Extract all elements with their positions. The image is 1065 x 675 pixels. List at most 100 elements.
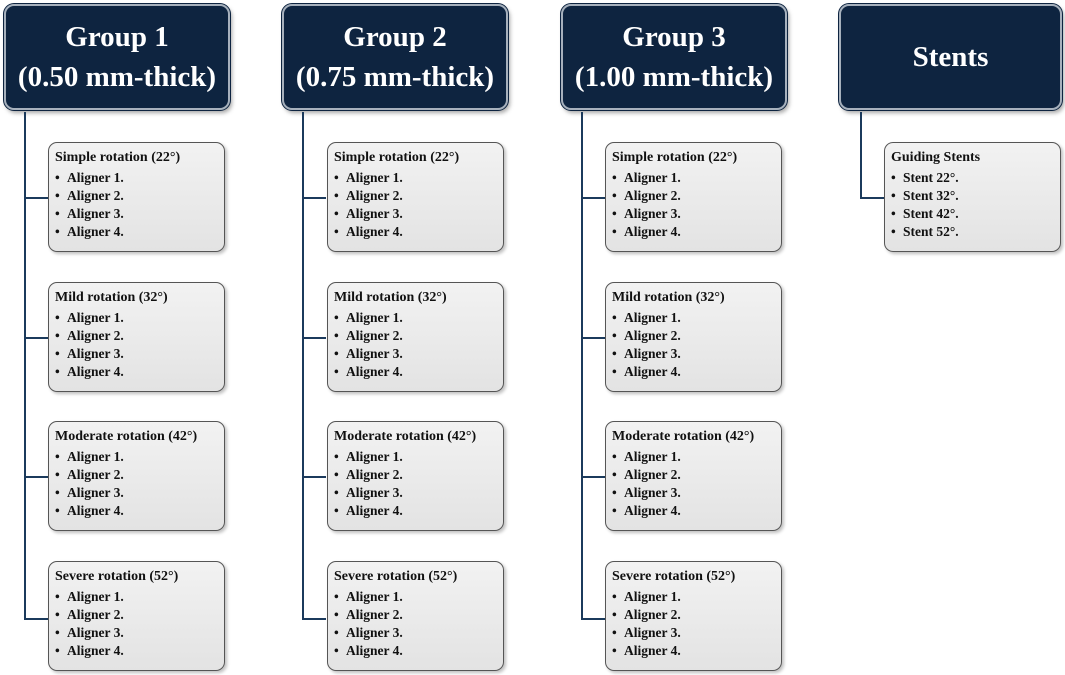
group-3-connector-branch (581, 337, 605, 339)
stents-connector-branch (860, 197, 884, 199)
list-item: •Aligner 2. (612, 607, 681, 622)
list-item: •Stent 52°. (891, 224, 959, 239)
group-2-severe-rotation-card: Severe rotation (52°) •Aligner 1. •Align… (327, 561, 504, 671)
list-item: •Aligner 3. (334, 206, 403, 221)
group-1-connector-trunk (24, 112, 26, 620)
list-item: •Aligner 3. (612, 485, 681, 500)
list-item: •Aligner 4. (55, 224, 124, 239)
group-1-connector-branch (24, 197, 48, 199)
list-item: •Aligner 3. (55, 485, 124, 500)
list-item: •Aligner 1. (334, 310, 403, 325)
group-3-moderate-rotation-card: Moderate rotation (42°) •Aligner 1. •Ali… (605, 421, 782, 531)
card-title: Severe rotation (52°) (612, 569, 736, 584)
list-item: •Aligner 3. (334, 346, 403, 361)
card-title: Moderate rotation (42°) (55, 429, 198, 444)
list-item: •Aligner 1. (334, 449, 403, 464)
card-title: Simple rotation (22°) (334, 150, 460, 165)
list-item: •Aligner 3. (334, 625, 403, 640)
group-1-simple-rotation-card: Simple rotation (22°) •Aligner 1. •Align… (48, 142, 225, 252)
list-item: •Aligner 3. (334, 485, 403, 500)
list-item: •Aligner 4. (334, 643, 403, 658)
list-item: •Aligner 3. (55, 206, 124, 221)
group-1-mild-rotation-card: Mild rotation (32°) •Aligner 1. •Aligner… (48, 282, 225, 392)
list-item: •Aligner 2. (612, 328, 681, 343)
list-item: •Aligner 1. (612, 170, 681, 185)
group-2-mild-rotation-card: Mild rotation (32°) •Aligner 1. •Aligner… (327, 282, 504, 392)
list-item: •Aligner 4. (55, 503, 124, 518)
list-item: •Aligner 4. (612, 224, 681, 239)
list-item: •Aligner 2. (612, 467, 681, 482)
card-title: Simple rotation (22°) (612, 150, 738, 165)
group-3-connector-branch (581, 476, 605, 478)
group-3-mild-rotation-card: Mild rotation (32°) •Aligner 1. •Aligner… (605, 282, 782, 392)
group-1-subtitle: (0.50 mm-thick) (17, 61, 217, 93)
list-item: •Aligner 4. (55, 364, 124, 379)
list-item: •Aligner 3. (612, 346, 681, 361)
list-item: •Stent 22°. (891, 170, 959, 185)
list-item: •Aligner 4. (334, 503, 403, 518)
card-title: Simple rotation (22°) (55, 150, 181, 165)
list-item: •Aligner 2. (334, 467, 403, 482)
card-title: Moderate rotation (42°) (612, 429, 755, 444)
group-2-connector-branch (302, 337, 326, 339)
list-item: •Aligner 2. (55, 328, 124, 343)
card-title: Severe rotation (52°) (334, 569, 458, 584)
list-item: •Aligner 2. (334, 328, 403, 343)
list-item: •Aligner 2. (55, 607, 124, 622)
group-2-connector-branch (302, 618, 326, 620)
group-2-moderate-rotation-card: Moderate rotation (42°) •Aligner 1. •Ali… (327, 421, 504, 531)
list-item: •Aligner 4. (612, 503, 681, 518)
group-1-connector-branch (24, 337, 48, 339)
group-3-title: Group 3 (622, 21, 726, 53)
list-item: •Aligner 2. (55, 188, 124, 203)
card-title: Severe rotation (52°) (55, 569, 179, 584)
list-item: •Aligner 1. (612, 589, 681, 604)
group-3-header: Group 3 (1.00 mm-thick) (561, 4, 787, 110)
group-2-connector-trunk (302, 112, 304, 620)
stents-title: Stents (912, 41, 989, 73)
group-1-title: Group 1 (65, 21, 169, 53)
group-3-severe-rotation-card: Severe rotation (52°) •Aligner 1. •Align… (605, 561, 782, 671)
list-item: •Aligner 2. (55, 467, 124, 482)
list-item: •Aligner 1. (334, 589, 403, 604)
group-1-moderate-rotation-card: Moderate rotation (42°) •Aligner 1. •Ali… (48, 421, 225, 531)
list-item: •Aligner 4. (334, 364, 403, 379)
group-2-simple-rotation-card: Simple rotation (22°) •Aligner 1. •Align… (327, 142, 504, 252)
list-item: •Stent 32°. (891, 188, 959, 203)
card-title: Guiding Stents (891, 150, 981, 165)
group-1-connector-branch (24, 476, 48, 478)
list-item: •Aligner 1. (612, 449, 681, 464)
list-item: •Aligner 3. (55, 346, 124, 361)
list-item: •Aligner 3. (612, 625, 681, 640)
group-1-header: Group 1 (0.50 mm-thick) (4, 4, 230, 110)
group-3-subtitle: (1.00 mm-thick) (574, 61, 774, 93)
list-item: •Aligner 1. (55, 310, 124, 325)
guiding-stents-card: Guiding Stents •Stent 22°. •Stent 32°. •… (884, 142, 1061, 252)
list-item: •Aligner 1. (334, 170, 403, 185)
group-2-header: Group 2 (0.75 mm-thick) (282, 4, 508, 110)
list-item: •Aligner 3. (612, 206, 681, 221)
card-title: Moderate rotation (42°) (334, 429, 477, 444)
card-title: Mild rotation (32°) (55, 290, 168, 305)
group-2-subtitle: (0.75 mm-thick) (295, 61, 495, 93)
list-item: •Stent 42°. (891, 206, 959, 221)
list-item: •Aligner 4. (334, 224, 403, 239)
card-title: Mild rotation (32°) (334, 290, 447, 305)
list-item: •Aligner 2. (334, 607, 403, 622)
group-3-simple-rotation-card: Simple rotation (22°) •Aligner 1. •Align… (605, 142, 782, 252)
list-item: •Aligner 2. (612, 188, 681, 203)
list-item: •Aligner 1. (55, 170, 124, 185)
list-item: •Aligner 2. (334, 188, 403, 203)
stents-header: Stents (839, 4, 1062, 110)
group-1-connector-branch (24, 618, 48, 620)
group-3-connector-trunk (581, 112, 583, 620)
list-item: •Aligner 1. (55, 589, 124, 604)
group-3-connector-branch (581, 197, 605, 199)
list-item: •Aligner 1. (55, 449, 124, 464)
card-title: Mild rotation (32°) (612, 290, 725, 305)
group-1-severe-rotation-card: Severe rotation (52°) •Aligner 1. •Align… (48, 561, 225, 671)
list-item: •Aligner 4. (55, 643, 124, 658)
group-2-title: Group 2 (343, 21, 447, 53)
group-3-connector-branch (581, 618, 605, 620)
list-item: •Aligner 4. (612, 364, 681, 379)
